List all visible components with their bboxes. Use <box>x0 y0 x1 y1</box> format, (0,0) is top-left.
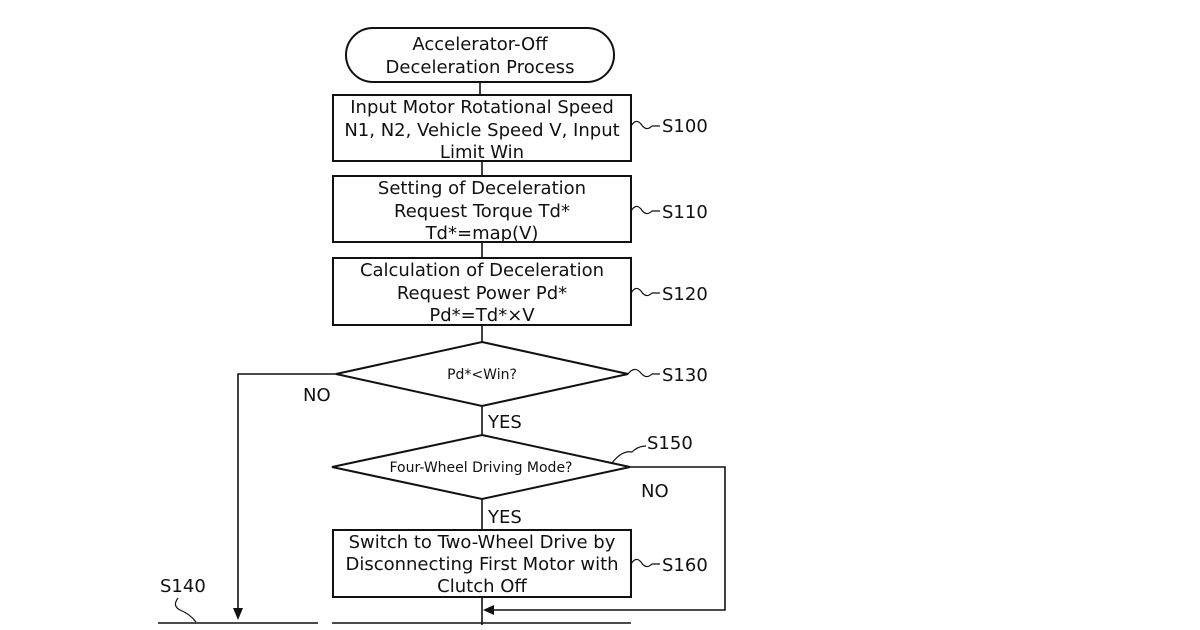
s110-line-2: Request Torque Td* <box>394 201 570 222</box>
s150-no-label: NO <box>641 481 669 502</box>
s130-no-label: NO <box>303 385 331 406</box>
s110-step-label: S110 <box>662 202 708 223</box>
s140-step-leader <box>174 597 197 623</box>
s120-line-1: Calculation of Deceleration <box>360 260 604 281</box>
s160-line-1: Switch to Two-Wheel Drive by <box>349 532 616 553</box>
s160-step-leader <box>630 558 660 568</box>
s120-step-label: S120 <box>662 284 708 305</box>
s150-condition: Four-Wheel Driving Mode? <box>389 460 572 476</box>
start-line-1: Accelerator-Off <box>412 34 548 55</box>
s100-line-2: N1, N2, Vehicle Speed V, Input <box>344 120 619 141</box>
s130-condition: Pd*<Win? <box>447 367 517 383</box>
s150-step-label: S150 <box>647 433 693 454</box>
s160-line-3: Clutch Off <box>437 576 527 597</box>
s160-process-box <box>332 529 632 598</box>
s120-line-3: Pd*=Td*×V <box>429 305 535 326</box>
s140-step-label: S140 <box>160 576 206 597</box>
s130-no-branch-line <box>237 373 336 612</box>
s160-line-2: Disconnecting First Motor with <box>345 554 618 575</box>
s120-line-2: Request Power Pd* <box>397 283 567 304</box>
s130-step-label: S130 <box>662 365 708 386</box>
s130-no-arrowhead <box>233 608 243 620</box>
s100-line-1: Input Motor Rotational Speed <box>350 97 614 118</box>
s150-no-branch-line <box>494 466 726 611</box>
s150-step-leader <box>611 445 647 464</box>
s100-step-label: S100 <box>662 116 708 137</box>
s100-step-leader <box>630 120 660 130</box>
s110-step-leader <box>630 205 660 215</box>
start-line-2: Deceleration Process <box>386 57 575 78</box>
s120-step-leader <box>630 287 660 297</box>
s100-process-box <box>332 94 632 162</box>
s110-line-1: Setting of Deceleration <box>378 178 586 199</box>
s100-line-3: Limit Win <box>440 142 524 163</box>
s150-yes-label: YES <box>487 507 522 528</box>
s110-line-3: Td*=map(V) <box>425 223 539 244</box>
s120-process-box <box>332 257 632 326</box>
s160-step-label: S160 <box>662 555 708 576</box>
s150-no-arrowhead <box>483 605 494 615</box>
s130-yes-label: YES <box>487 412 522 433</box>
s130-step-leader <box>627 368 660 378</box>
